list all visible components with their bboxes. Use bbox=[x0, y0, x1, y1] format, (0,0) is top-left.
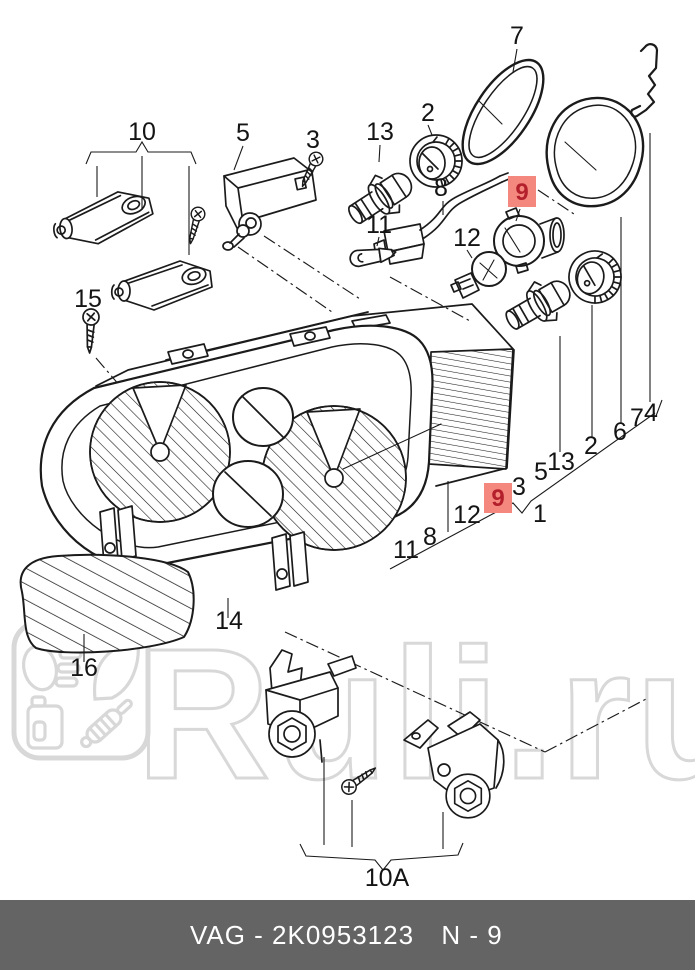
rubber-seals bbox=[461, 58, 645, 208]
callout-10: 10 bbox=[128, 118, 156, 146]
lower-bracket-left bbox=[265, 649, 357, 763]
footer-background bbox=[0, 900, 695, 970]
bracket-screw bbox=[182, 204, 208, 247]
callout-leader-lines bbox=[83, 48, 663, 871]
footer-page-number: N - 9 bbox=[441, 920, 502, 950]
headlight-housing bbox=[39, 303, 515, 591]
list-callout-2: 2 bbox=[584, 432, 598, 460]
list-callout-4: 4 bbox=[644, 399, 658, 427]
w5w-bulb bbox=[349, 247, 397, 268]
callout-11: 11 bbox=[366, 211, 392, 239]
screw-15 bbox=[80, 307, 101, 355]
highlight-box[interactable] bbox=[484, 483, 512, 513]
small-lens-upper bbox=[232, 387, 294, 447]
callout-3: 3 bbox=[306, 126, 320, 154]
watermark-text: Ruli.ru bbox=[136, 611, 695, 818]
callout-15: 15 bbox=[74, 285, 102, 313]
p21w-bulb bbox=[450, 251, 507, 299]
list-callout-5: 5 bbox=[534, 458, 548, 486]
callout-7: 7 bbox=[510, 22, 524, 50]
callout-2: 2 bbox=[421, 99, 435, 127]
list-callout-13: 13 bbox=[547, 448, 575, 476]
assembly-axis-lines bbox=[95, 189, 649, 753]
list-callout-12: 12 bbox=[453, 501, 481, 529]
h7-bulb-lower bbox=[496, 268, 580, 343]
callout-10a: 10A bbox=[365, 864, 410, 892]
callout-14: 14 bbox=[215, 607, 243, 635]
round-cap-lower bbox=[562, 244, 628, 310]
assembly-list-line bbox=[389, 412, 656, 570]
list-callout-6: 6 bbox=[613, 418, 627, 446]
protective-cover bbox=[19, 553, 195, 654]
highlighted-part-9-list[interactable]: 9 bbox=[484, 483, 512, 513]
footer-bar: VAG - 2K0953123 N - 9 bbox=[0, 900, 695, 970]
list-callout-8: 8 bbox=[423, 523, 437, 551]
list-callout-7: 7 bbox=[630, 404, 644, 432]
highlight-number[interactable]: 9 bbox=[515, 179, 528, 206]
lower-bracket-right bbox=[403, 711, 505, 819]
bulb-holder bbox=[493, 207, 565, 274]
list-callout-1: 1 bbox=[533, 500, 547, 528]
retaining-clip bbox=[630, 43, 659, 118]
list-callout-11: 11 bbox=[393, 536, 419, 564]
watermark: Ruli.ru bbox=[11, 610, 695, 820]
footer-part-code: VAG - 2K0953123 bbox=[190, 920, 414, 950]
callout-8: 8 bbox=[434, 174, 448, 202]
projector-lens-left bbox=[89, 381, 231, 523]
bulb-cable-connector bbox=[373, 172, 510, 265]
housing-tab-right bbox=[271, 531, 309, 591]
list-callout-3: 3 bbox=[512, 473, 526, 501]
callout-12: 12 bbox=[453, 224, 481, 252]
leveling-motor bbox=[222, 157, 317, 251]
callout-13: 13 bbox=[366, 118, 394, 146]
callout-5: 5 bbox=[236, 119, 250, 147]
logo-shock-absorber-icon bbox=[80, 698, 133, 749]
highlight-number[interactable]: 9 bbox=[491, 485, 504, 512]
small-lens-lower bbox=[212, 460, 284, 528]
callout-16: 16 bbox=[70, 654, 98, 682]
highlight-box[interactable] bbox=[508, 176, 536, 207]
part-number-callouts: 10 5 3 13 2 7 8 11 12 15 16 14 10A 11 8 … bbox=[70, 22, 658, 892]
highlighted-part-9-upper[interactable]: 9 bbox=[508, 176, 536, 222]
